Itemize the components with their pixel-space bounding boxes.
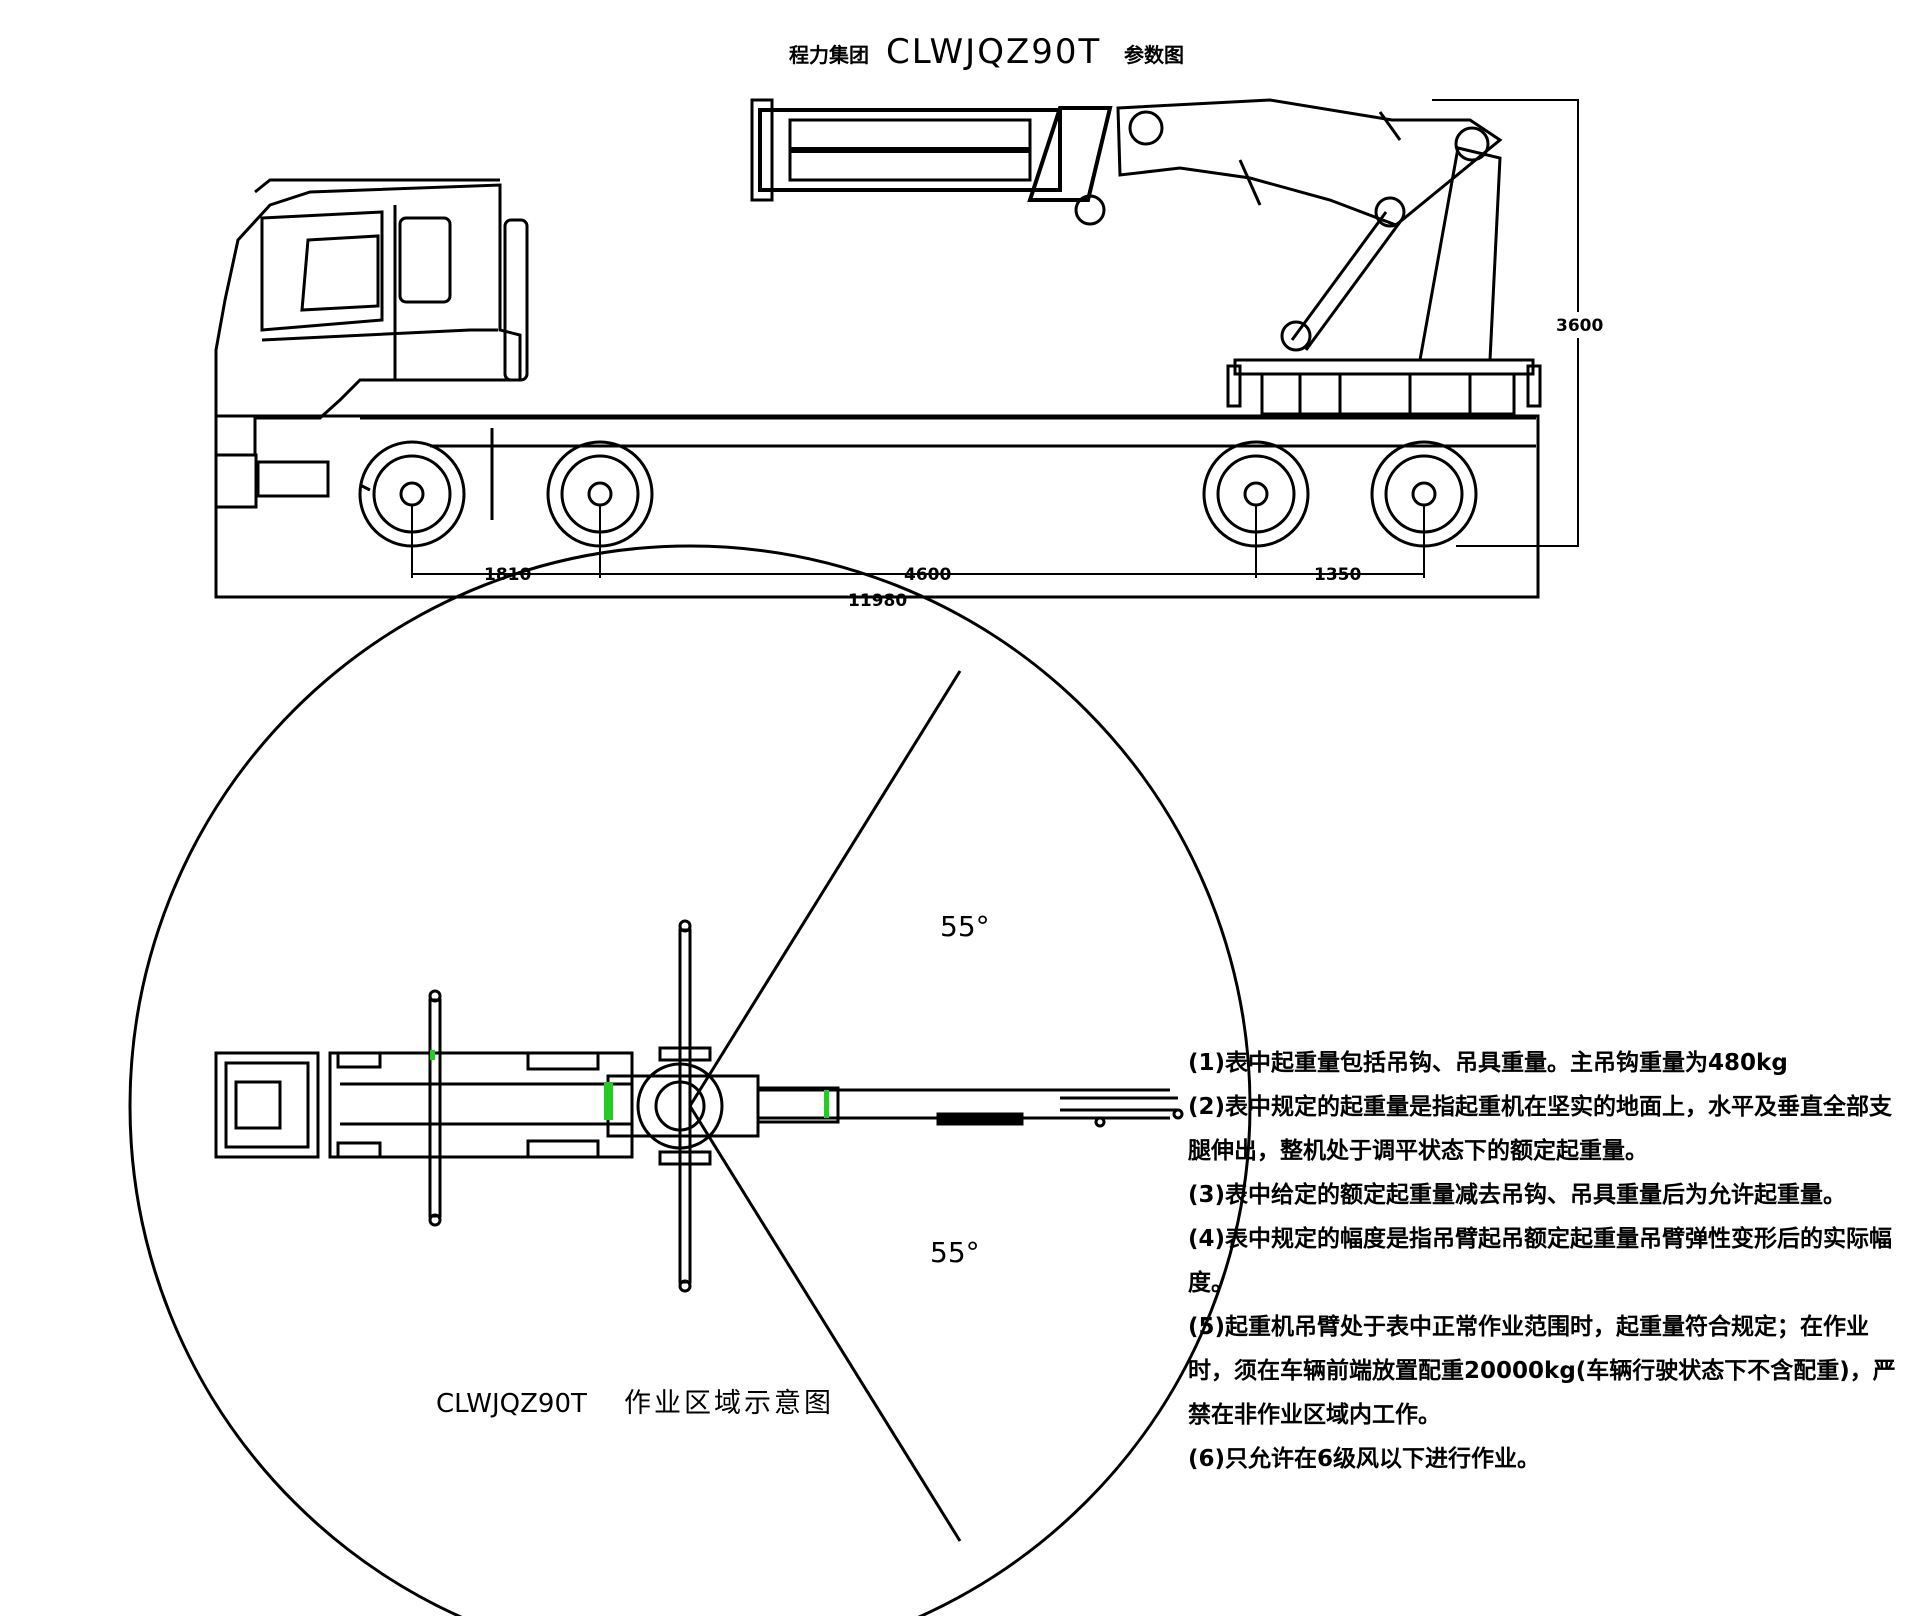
arm-rib-1: [1238, 159, 1262, 206]
green-marker-boom: [824, 1090, 829, 1118]
work-area-circle: [128, 544, 1252, 1616]
cab-window-inner: [300, 234, 380, 312]
boom-end-cap: [750, 98, 774, 202]
bumper-step: [256, 460, 330, 498]
cab-window-outer: [260, 210, 384, 332]
lift-cylinder-a: [1290, 211, 1388, 341]
crane-base-frame: [1260, 372, 1516, 416]
cab-top-inner: [224, 1061, 310, 1149]
title-model: CLWJQZ90T: [886, 32, 1101, 72]
cab-top-seat: [234, 1080, 282, 1130]
title-suffix: 参数图: [1124, 43, 1184, 67]
caption-model: CLWJQZ90T: [436, 1389, 587, 1419]
work-area-plan: [128, 544, 1252, 1616]
green-marker-turret: [604, 1082, 613, 1120]
truck-side-view: [214, 178, 1540, 599]
side-dimension-lines: [411, 99, 1579, 578]
axle-label-2: 4600: [904, 565, 951, 585]
outrigger-beam-rear: [428, 998, 442, 1218]
wheels: [358, 440, 1478, 548]
cab-door-line: [261, 328, 498, 342]
cab-roof: [254, 178, 500, 194]
work-boundary-lower: [688, 1105, 962, 1542]
crane-main-arm: [1116, 98, 1503, 227]
outrigger-right: [1526, 364, 1542, 408]
note-4: (4)表中规定的幅度是指吊臂起吊额定起重量吊臂弹性变形后的实际幅度。: [1188, 1226, 1893, 1296]
note-3: (3)表中给定的额定起重量减去吊钩、吊具重量后为允许起重量。: [1188, 1182, 1847, 1208]
lift-cylinder-b: [1304, 221, 1402, 351]
arm-pivot-pin: [1454, 126, 1490, 162]
boom-section-block: [936, 1112, 1024, 1126]
telescopic-boom: [758, 108, 1062, 192]
crane-side-view: [750, 98, 1542, 416]
boom-head: [1027, 106, 1113, 202]
boom-tip: [1172, 1108, 1184, 1120]
note-6: (6)只允许在6级风以下进行作业。: [1188, 1446, 1541, 1472]
note-2: (2)表中规定的起重量是指起重机在坚实的地面上，水平及垂直全部支腿伸出，整机处于…: [1188, 1094, 1893, 1164]
boom-root-top: [756, 1086, 840, 1124]
note-5: (5)起重机吊臂处于表中正常作业范围时，起重量符合规定；在作业时，须在车辆前端放…: [1188, 1314, 1896, 1428]
front-bumper: [214, 453, 258, 509]
angle-label-upper: 55°: [940, 910, 990, 943]
arm-front-pin: [1128, 110, 1164, 146]
arm-rib-2: [1378, 111, 1402, 141]
angle-label-lower: 55°: [930, 1236, 980, 1269]
chassis-top-view: [328, 1051, 634, 1159]
crane-base-plate: [1233, 358, 1535, 376]
height-label: 3600: [1556, 316, 1603, 336]
green-marker-chassis: [430, 1050, 435, 1060]
axle-label-3: 1350: [1314, 565, 1361, 585]
cab-body: [214, 183, 522, 457]
title-company: 程力集团: [789, 43, 869, 67]
overall-length-label: 11980: [848, 591, 907, 611]
cab-top-view: [214, 1051, 320, 1159]
outrigger-beam-main: [678, 928, 692, 1284]
cylinder-pin-high: [1374, 196, 1406, 228]
notes-list: (1)表中起重量包括吊钩、吊具重量。主吊钩重量为480kg (2)表中规定的起重…: [1188, 1041, 1908, 1481]
work-boundary-upper: [688, 670, 962, 1107]
crane-column: [1418, 146, 1502, 361]
note-1: (1)表中起重量包括吊钩、吊具重量。主吊钩重量为480kg: [1188, 1050, 1788, 1076]
caption-text: 作业区域示意图: [624, 1388, 834, 1419]
exhaust-stack: [503, 218, 529, 382]
outrigger-left: [1226, 364, 1242, 408]
cylinder-pin-low: [1280, 320, 1312, 352]
cab-door-window: [398, 216, 452, 304]
height-label-bg: [1556, 312, 1600, 338]
